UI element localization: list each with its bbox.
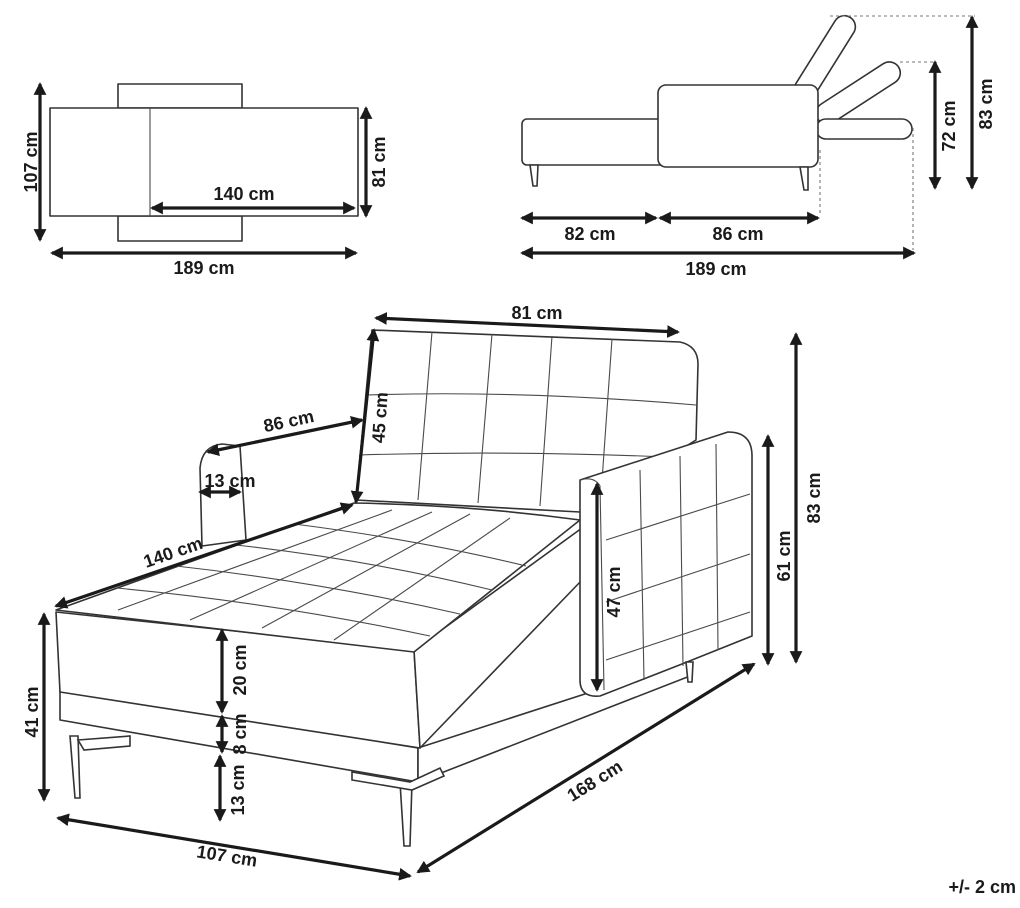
cushion-height-label: 20 cm [230, 644, 250, 695]
side-armrest [657, 84, 819, 168]
backrest-height-arrow [350, 328, 380, 504]
leg-height-label: 13 cm [228, 764, 248, 815]
leg-front-right [399, 781, 413, 847]
backrest-width-arrow [374, 312, 680, 338]
top-depth-label: 107 cm [21, 131, 41, 192]
side-back-section-label: 86 cm [712, 224, 763, 244]
perspective-view: 81 cm 86 cm 45 cm 13 cm 140 cm 20 cm 8 c… [22, 303, 824, 881]
armrest-inner-height-label: 47 cm [604, 566, 624, 617]
top-view-armrest-front [117, 215, 243, 242]
left-armrest [199, 443, 247, 547]
total-height-label: 83 cm [804, 472, 824, 523]
tolerance-note: +/- 2 cm [948, 877, 1016, 897]
side-leg-front [529, 164, 539, 187]
side-seat-label: 82 cm [564, 224, 615, 244]
side-total-label: 189 cm [685, 259, 746, 279]
right-armrest-tufting [605, 443, 751, 681]
frame-height-label: 8 cm [230, 713, 250, 754]
backrest-width-label: 81 cm [511, 303, 562, 323]
right-armrest [579, 431, 753, 697]
top-view: 107 cm 140 cm 81 cm 189 cm [21, 82, 389, 278]
side-max-height-label: 83 cm [976, 78, 996, 129]
depth-arrow [56, 813, 412, 881]
seat-length-arrow [54, 502, 354, 609]
side-mid-height-label: 72 cm [939, 100, 959, 151]
side-backrest-flat [815, 118, 913, 140]
depth-label: 107 cm [195, 841, 258, 870]
armrest-width-label: 13 cm [204, 471, 255, 491]
top-back-width-label: 81 cm [369, 136, 389, 187]
top-view-body [49, 107, 359, 217]
length-arrow [416, 662, 756, 874]
seat-height-label: 41 cm [22, 686, 42, 737]
top-seat-length-label: 140 cm [213, 184, 274, 204]
side-view: 82 cm 86 cm 189 cm 72 cm 83 cm [520, 14, 996, 279]
top-total-length-label: 189 cm [173, 258, 234, 278]
leg-front-left-bracket [76, 735, 131, 751]
leg-front-left [69, 735, 81, 799]
backrest-height-label: 45 cm [368, 391, 392, 443]
leg-back-right [685, 661, 694, 683]
side-seat [521, 118, 669, 166]
armrest-length-arrow [206, 415, 364, 457]
armrest-height-label: 61 cm [774, 530, 794, 581]
backrest-tufting [358, 331, 697, 510]
top-view-armrest-back [117, 83, 243, 109]
side-leg-back [799, 166, 809, 191]
